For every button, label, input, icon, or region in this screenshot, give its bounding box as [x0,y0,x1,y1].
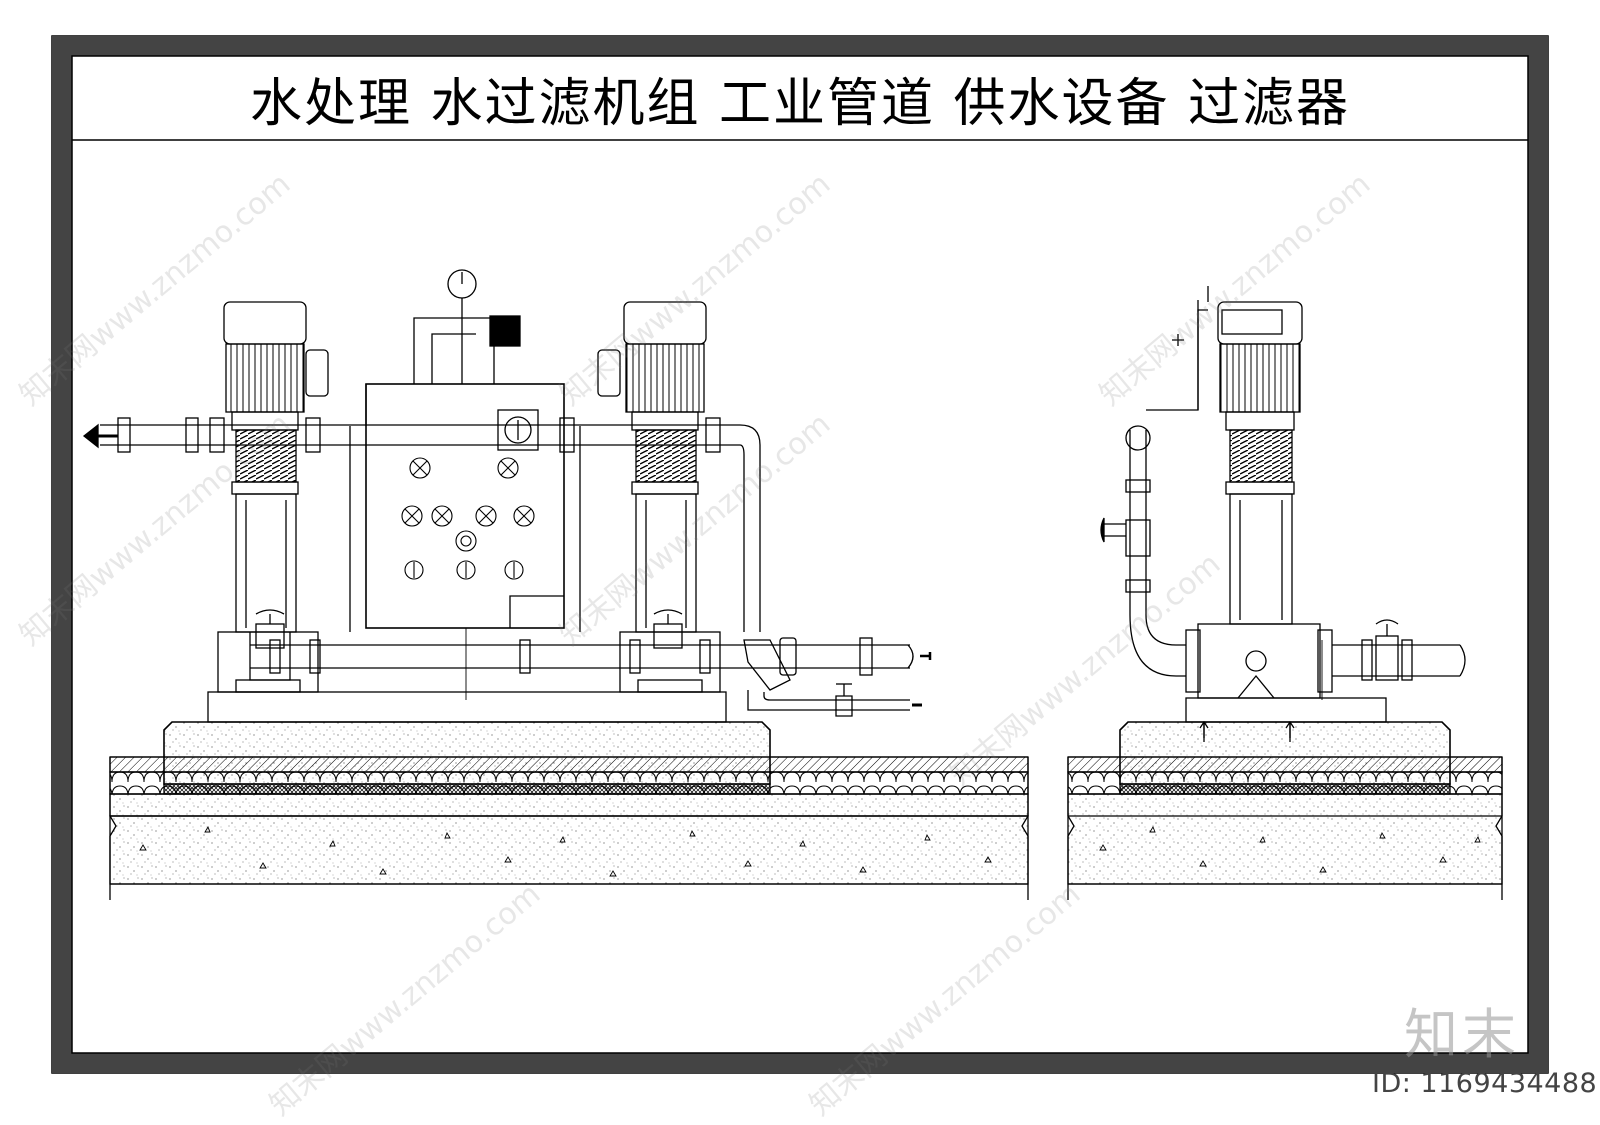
frame-band-right [1528,36,1548,1073]
image-id-label: ID: 1169434488 [1372,1068,1598,1099]
front-elevation [82,269,1029,900]
frame-band-left [52,36,72,1073]
side-elevation [1067,286,1503,900]
frame-band-bottom [52,1053,1548,1073]
brand-logo: 知末 [1404,1003,1520,1066]
page-title: 水处理 水过滤机组 工业管道 供水设备 过滤器 [249,73,1351,134]
frame-band [52,36,1548,56]
